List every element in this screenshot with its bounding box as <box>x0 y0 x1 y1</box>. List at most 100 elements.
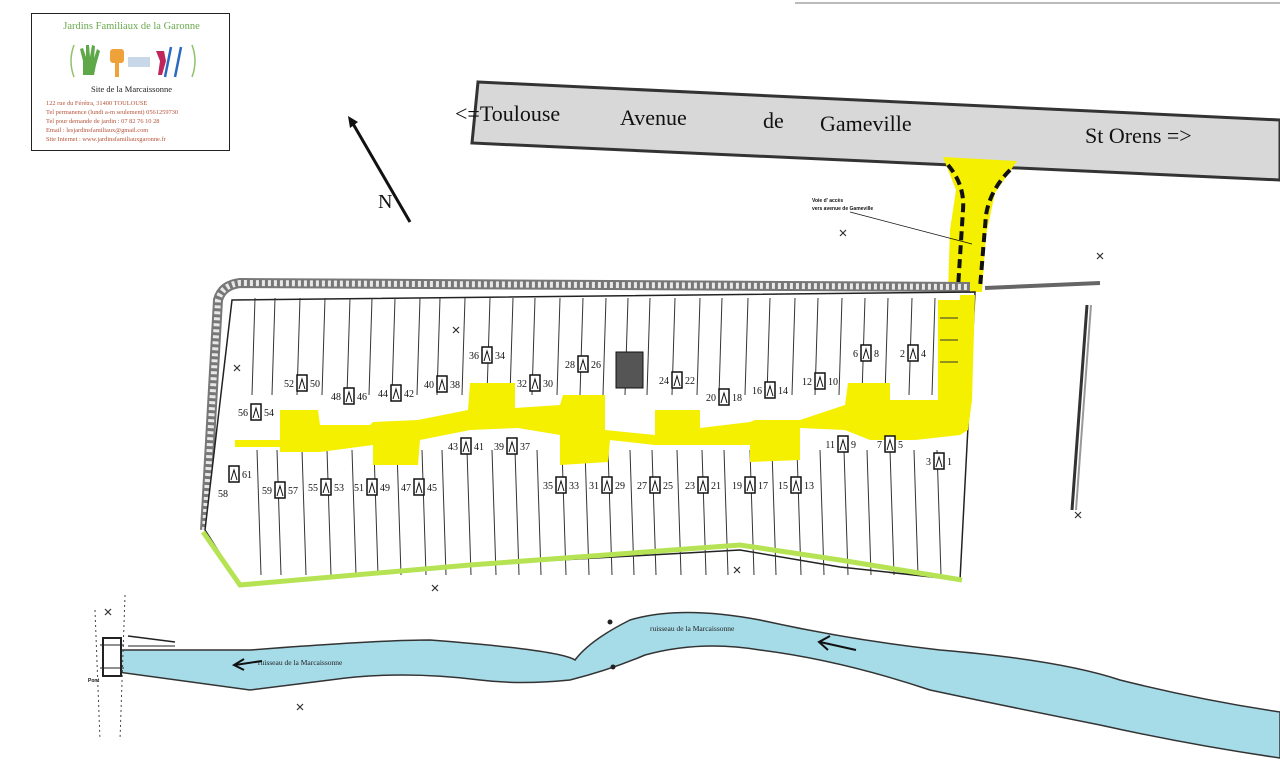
plot-53-label: 53 <box>334 483 344 494</box>
plot-44-label: 44 <box>378 389 388 400</box>
path-stubs <box>940 317 958 363</box>
plot-5-label: 5 <box>898 440 903 451</box>
plot-29-label: 29 <box>615 481 625 492</box>
shed-icon <box>413 478 425 496</box>
garden-tools-logo <box>70 44 196 78</box>
plot-52-label: 52 <box>284 379 294 390</box>
plot-22-label: 22 <box>685 376 695 387</box>
shed-icon <box>274 481 286 499</box>
hedge-border <box>200 530 963 588</box>
legend-phone-request: Tel pour demande de jardin : 07 82 76 10… <box>46 118 160 125</box>
plot-23-label: 23 <box>685 481 695 492</box>
plot-27-label: 27 <box>637 481 647 492</box>
road-label-de: de <box>763 108 784 133</box>
plot-56-label: 56 <box>238 408 248 419</box>
plot-19-label: 19 <box>732 481 742 492</box>
dot-marks <box>607 619 616 670</box>
river-label-west: ruisseau de la Marcaissonne <box>258 658 343 667</box>
plot-8-label: 8 <box>874 349 879 360</box>
plot-61-label: 61 <box>242 470 252 481</box>
plot-25-label: 25 <box>663 481 673 492</box>
fork-blue-icon <box>173 46 183 78</box>
plot-57-label: 57 <box>288 486 298 497</box>
shed-icon <box>907 344 919 362</box>
hand-icon <box>80 45 100 75</box>
plot-43-label: 43 <box>448 442 458 453</box>
plot-42-label: 42 <box>404 389 414 400</box>
plot-1-label: 1 <box>947 457 952 468</box>
plot-36-label: 36 <box>469 351 479 362</box>
access-note-line1: Voie d' accès <box>812 198 843 204</box>
flow-arrow-icon <box>817 635 857 651</box>
plot-33-label: 33 <box>569 481 579 492</box>
plot-54-label: 54 <box>264 408 274 419</box>
plot-41-label: 41 <box>474 442 484 453</box>
plot-3-label: 3 <box>926 457 931 468</box>
plot-11-label: 11 <box>825 440 835 451</box>
plot-51-label: 51 <box>354 483 364 494</box>
plot-14-label: 14 <box>778 386 788 397</box>
legend-address: 122 rue du Férétra, 31400 TOULOUSE <box>46 100 148 107</box>
legend-title: Jardins Familiaux de la Garonne <box>63 21 200 32</box>
plot-35-label: 35 <box>543 481 553 492</box>
north-arrow-icon: N <box>348 116 412 223</box>
legend-box: Jardins Familiaux de la Garonne Site de … <box>31 13 230 151</box>
river-label-east: ruisseau de la Marcaissonne <box>650 624 735 633</box>
shed-icon <box>671 371 683 389</box>
plot-7-label: 7 <box>877 440 882 451</box>
shed-icon <box>506 437 518 455</box>
plot-9-label: 9 <box>851 440 856 451</box>
shed-icon <box>814 372 826 390</box>
shed-icon <box>296 374 308 392</box>
shed-icon <box>343 387 355 405</box>
legend-email: Email : lesjardinsfamiliaux@gmail.com <box>46 127 149 134</box>
road-label-avenue: Avenue <box>620 105 687 130</box>
shed-icon <box>529 374 541 392</box>
plot-28-label: 28 <box>565 360 575 371</box>
access-lane: Voie d' accès vers avenue de Gameville <box>812 157 1017 292</box>
shed-icon <box>718 388 730 406</box>
plot-39-label: 39 <box>494 442 504 453</box>
plot-32-label: 32 <box>517 379 527 390</box>
trowel-icon <box>110 49 124 63</box>
plot-24-label: 24 <box>659 376 669 387</box>
marcaissonne-stream: ruisseau de la Marcaissonne ruisseau de … <box>117 611 1280 759</box>
plot-48-label: 48 <box>331 392 341 403</box>
plot-10-label: 10 <box>828 377 838 388</box>
road-label-st-orens: St Orens => <box>1085 123 1192 148</box>
plot-34-label: 34 <box>495 351 505 362</box>
plot-49-label: 49 <box>380 483 390 494</box>
shed-icon <box>744 476 756 494</box>
plot-47-label: 47 <box>401 483 411 494</box>
plot-46-label: 46 <box>357 392 367 403</box>
stone-wall <box>200 277 971 531</box>
shed-icon <box>320 478 332 496</box>
shed-icon <box>460 437 472 455</box>
shed-icon <box>884 435 896 453</box>
plot-37-label: 37 <box>520 442 530 453</box>
shed-icon <box>860 344 872 362</box>
plot-26-label: 26 <box>591 360 601 371</box>
shed-icon <box>649 476 661 494</box>
shed-icon <box>390 384 402 402</box>
plot-18-label: 18 <box>732 393 742 404</box>
avenue-de-gameville: <=Toulouse Avenue de Gameville St Orens … <box>455 80 1280 182</box>
bridge-label: Pont <box>88 678 99 684</box>
shed-building <box>615 351 644 389</box>
plot-30-label: 30 <box>543 379 553 390</box>
knife-icon <box>163 46 173 78</box>
plot-31-label: 31 <box>589 481 599 492</box>
plot-13-label: 13 <box>804 481 814 492</box>
boundary-line <box>984 281 1101 290</box>
plot-58-label: 58 <box>218 489 228 500</box>
shed-icon <box>837 435 849 453</box>
legend-website: Site Internet : www.jardinsfamiliauxgaro… <box>46 136 166 143</box>
legend-phone-permanence: Tel permanence (lundi a-m seulement) 056… <box>46 109 179 116</box>
shed-icon <box>790 476 802 494</box>
plot-15-label: 15 <box>778 481 788 492</box>
shed-icon <box>366 478 378 496</box>
plot-59-label: 59 <box>262 486 272 497</box>
shed-icon <box>228 465 240 483</box>
plot-20-label: 20 <box>706 393 716 404</box>
